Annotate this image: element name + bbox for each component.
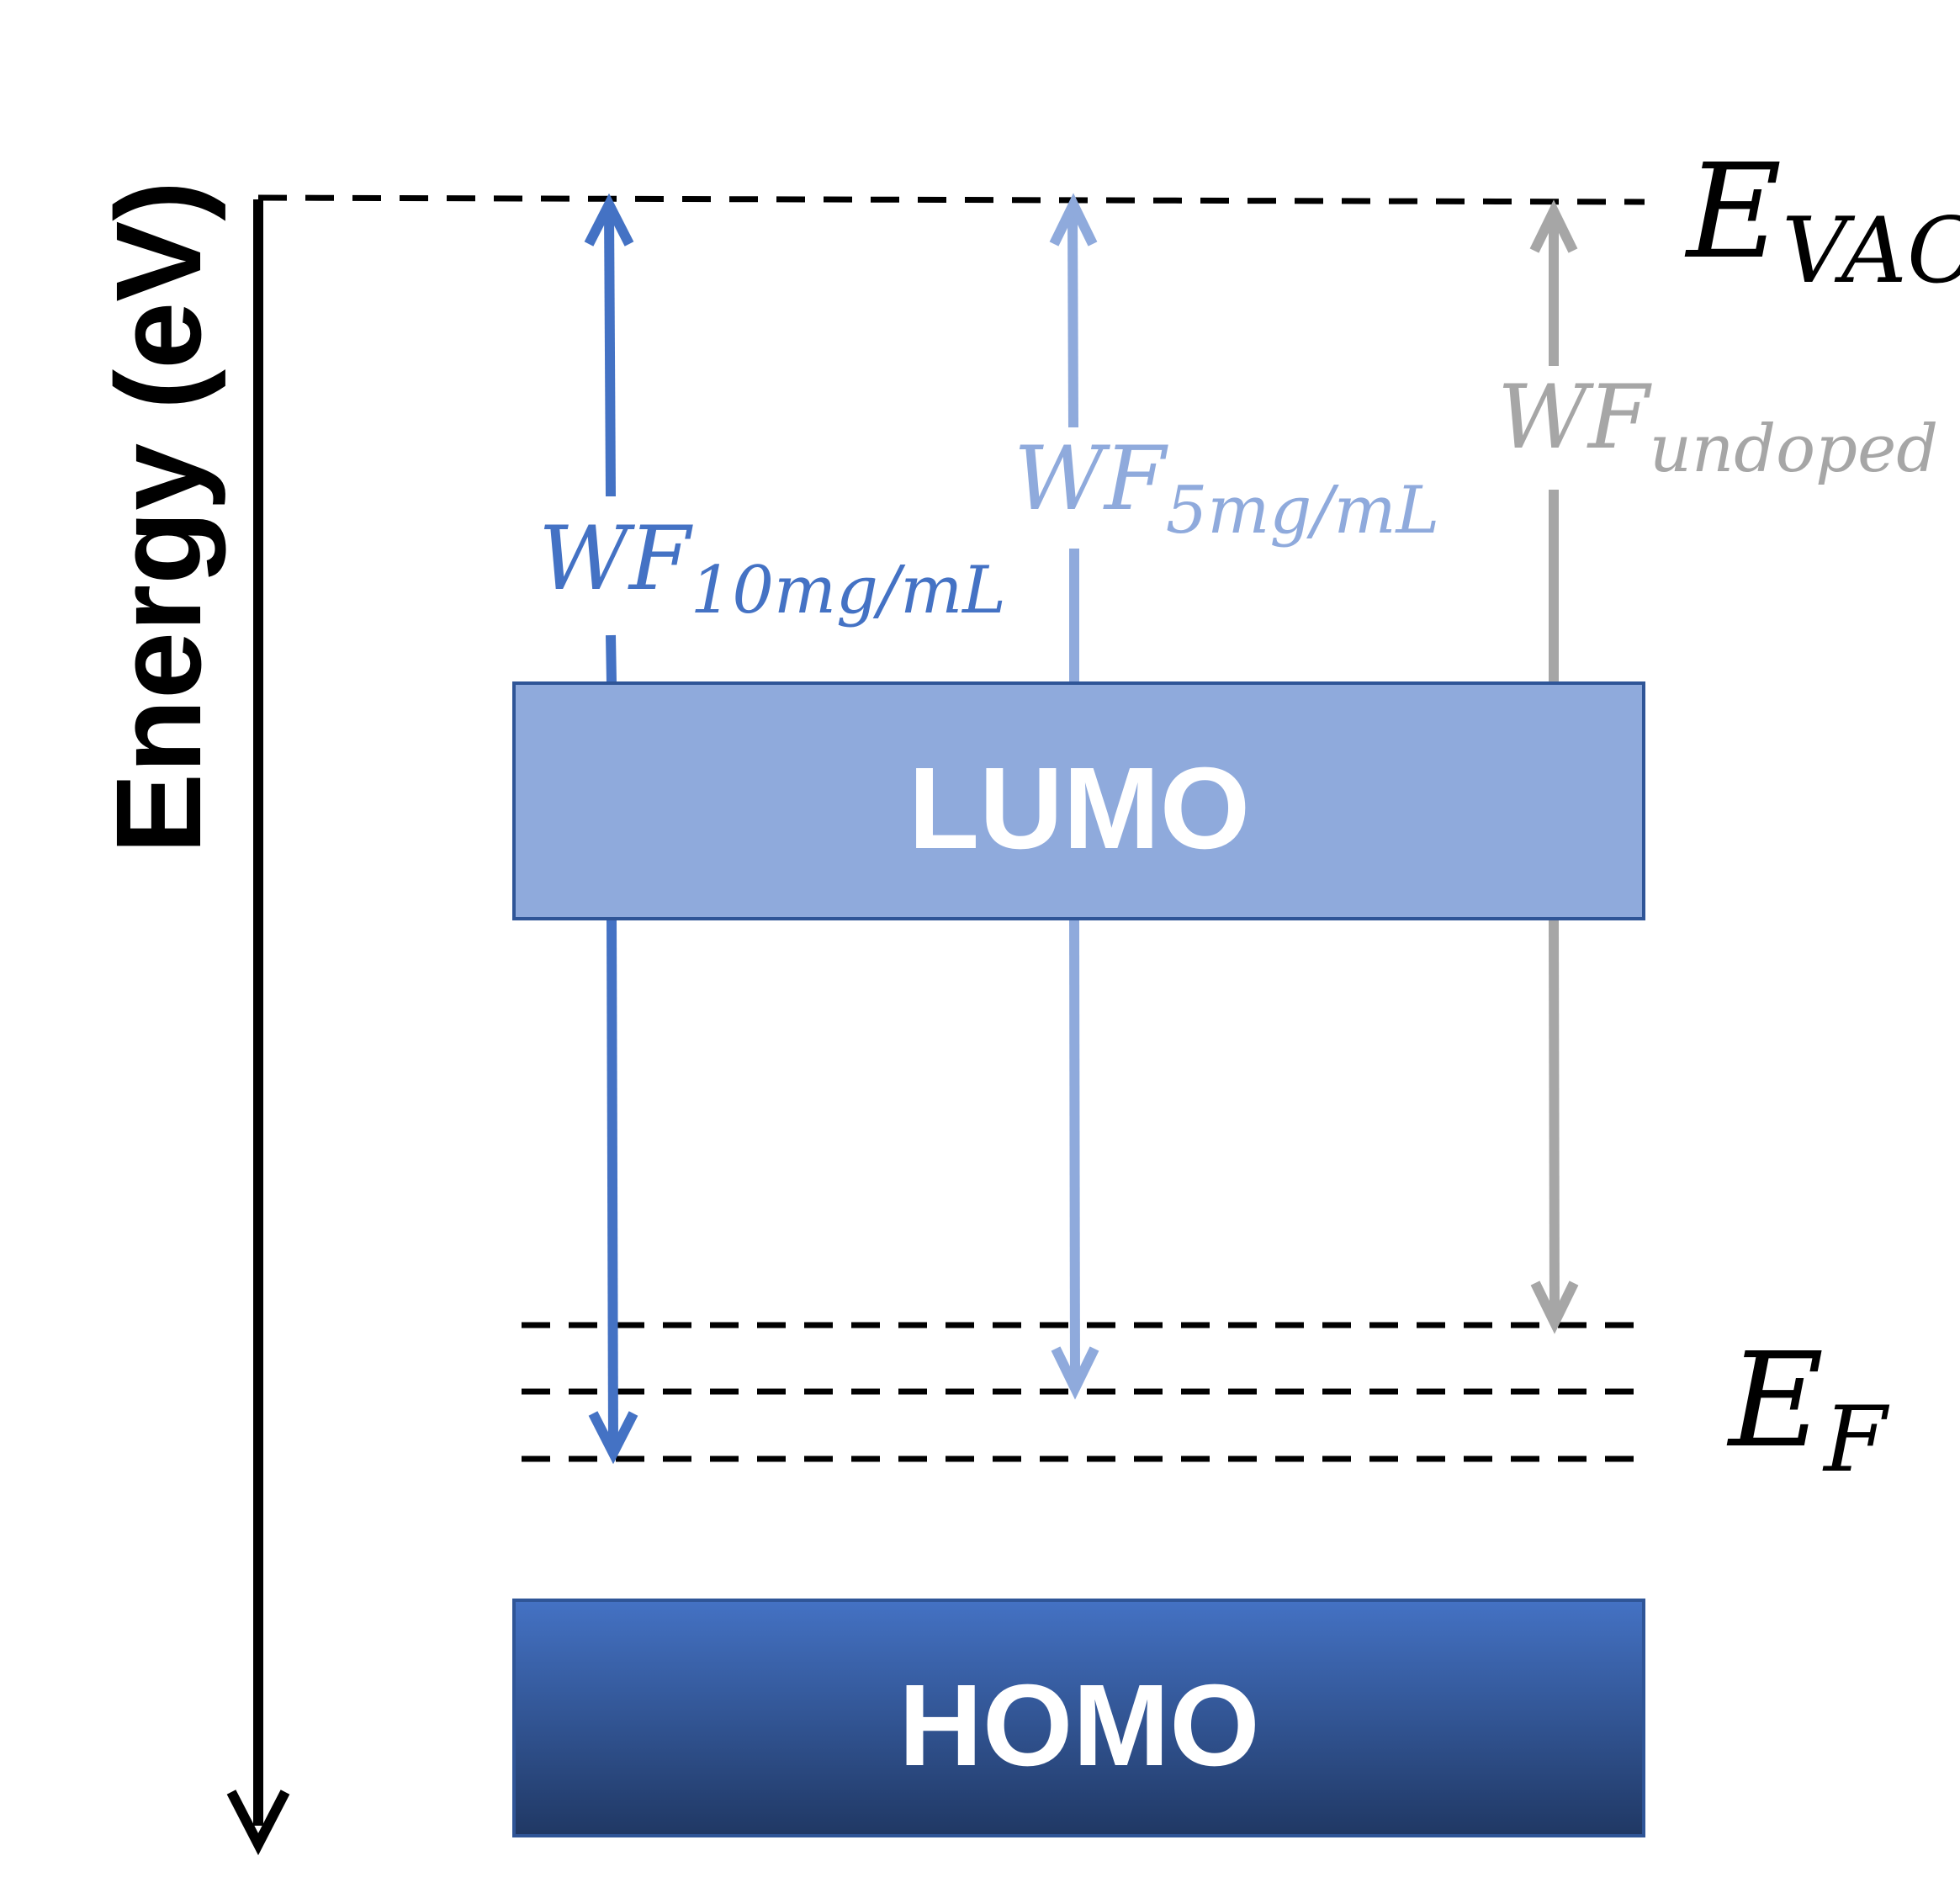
work-function-label-undoped: WFundoped (1497, 366, 1938, 487)
work-function-arrow-5mg (1049, 193, 1099, 1400)
energy-axis (226, 199, 290, 1856)
axis-title: Energy (eV) (91, 181, 226, 854)
fermi-levels (522, 1322, 1645, 1462)
homo-band: HOMO (512, 1599, 1645, 1837)
vacuum-level-label: EVAC (1684, 135, 1960, 304)
work-function-label-5mg: WF5mg/mL (1014, 427, 1439, 549)
fermi-level-label: EF (1726, 1324, 1890, 1493)
homo-label: HOMO (898, 1661, 1259, 1790)
lumo-label: LUMO (908, 744, 1250, 873)
work-function-arrow-undoped (1529, 199, 1579, 1334)
work-function-arrow-10mg (584, 193, 638, 1465)
vacuum-level-line (257, 194, 1645, 205)
lumo-band: LUMO (512, 681, 1645, 920)
work-function-label-10mg: WF10mg/mL (538, 507, 1006, 628)
